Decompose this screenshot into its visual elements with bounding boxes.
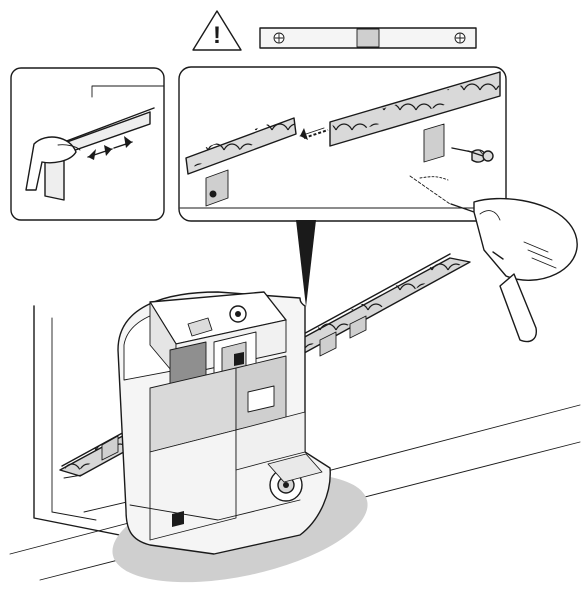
left-detail-inset: [10, 67, 165, 221]
warning-symbol: !: [213, 22, 221, 49]
callout-wedge: [296, 220, 316, 307]
drill-icon: [409, 175, 578, 343]
gate-motor: [117, 291, 331, 555]
right-detail-inset: [178, 66, 507, 222]
spirit-level-icon: [259, 27, 477, 49]
warning-triangle-icon: !: [192, 10, 242, 51]
screw-icon: [467, 150, 494, 162]
